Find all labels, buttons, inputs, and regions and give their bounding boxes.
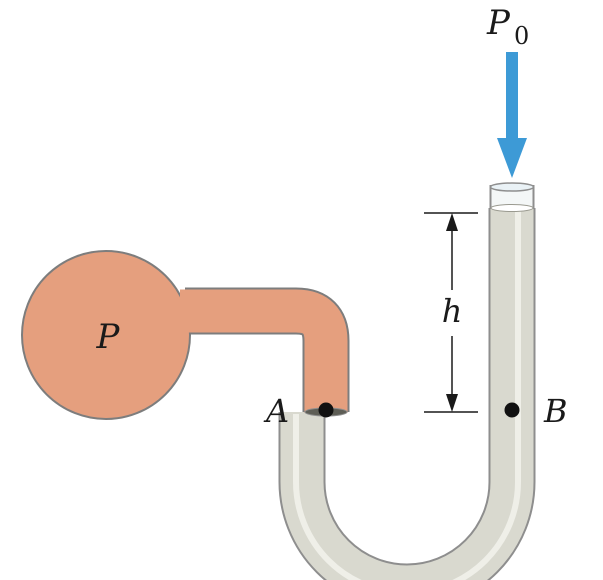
atmospheric-pressure-subscript: 0 — [514, 22, 529, 50]
u-tube-highlight — [293, 210, 521, 580]
height-label: h — [442, 292, 463, 330]
height-arrow-down — [446, 394, 458, 412]
pressure-arrow-shaft — [506, 52, 518, 144]
point-a-label: A — [263, 392, 289, 430]
gas-bulb — [21, 250, 191, 420]
height-arrow-up — [446, 213, 458, 231]
pressure-source-label: P — [96, 317, 121, 357]
atmospheric-pressure-label: P — [486, 3, 511, 43]
point-b-label: B — [543, 392, 568, 430]
pressure-arrow-head — [497, 138, 527, 178]
right-arm-opening — [489, 182, 535, 192]
gas-pipe-fill — [180, 289, 348, 413]
point-b-marker — [504, 402, 520, 418]
liquid-surface-right — [490, 204, 534, 212]
point-a-marker — [318, 402, 334, 418]
u-tube-liquid-fill — [280, 208, 534, 580]
